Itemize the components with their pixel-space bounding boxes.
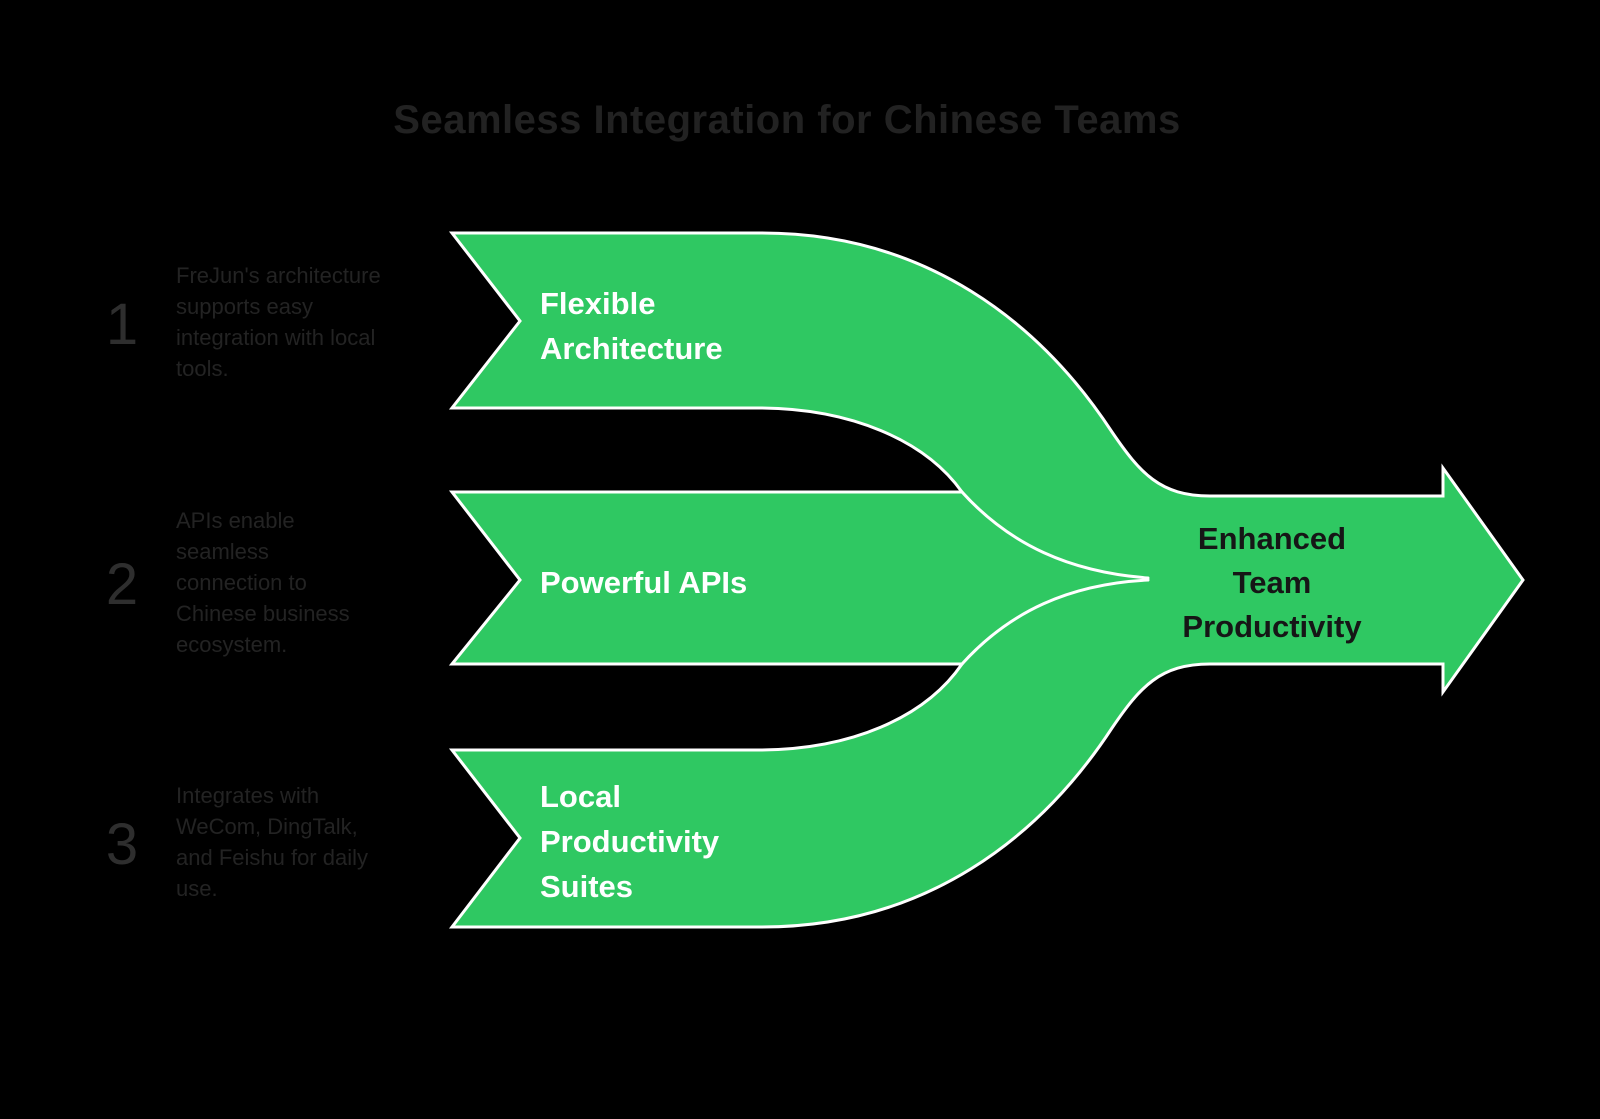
step-3-description-line: WeCom, DingTalk, [176, 814, 358, 839]
step-2-description-line: ecosystem. [176, 632, 288, 657]
ribbon-label-local-productivity-suites: Local Productivity Suites [540, 774, 780, 909]
top-ribbon-separator-line [960, 490, 1150, 580]
step-1-number: 1 [105, 292, 139, 357]
step-1-description-line: supports easy [176, 294, 313, 319]
outcome-label-line: Productivity [1182, 609, 1362, 644]
step-1-description-line: tools. [176, 356, 229, 381]
outcome-label-line: Team [1232, 565, 1312, 600]
outcome-label-line: Enhanced [1197, 521, 1347, 556]
ribbon-label-powerful-apis: Powerful APIs [540, 560, 840, 605]
step-2-description: APIs enable seamless connection to Chine… [176, 505, 396, 660]
step-2-description-line: Chinese business [176, 601, 350, 626]
ribbon-label-flexible-architecture: Flexible Architecture [540, 281, 800, 371]
step-2-number: 2 [105, 552, 139, 617]
step-1-description-line: integration with local [176, 325, 376, 350]
step-2-description-line: connection to [176, 570, 307, 595]
step-1-description: FreJun's architecture supports easy inte… [176, 260, 446, 384]
page-title: Seamless Integration for Chinese Teams [393, 98, 1181, 142]
step-1-description-line: FreJun's architecture [176, 263, 381, 288]
ribbon-label-line: Suites [540, 869, 634, 904]
outcome-label-enhanced-team-productivity: Enhanced Team Productivity [1152, 517, 1392, 649]
ribbon-label-line: Local [540, 779, 621, 814]
step-2-description-line: seamless [176, 539, 269, 564]
ribbon-label-line: Architecture [540, 331, 723, 366]
step-3-description: Integrates with WeCom, DingTalk, and Fei… [176, 780, 436, 904]
step-3-number: 3 [105, 812, 139, 877]
ribbon-label-line: Powerful APIs [540, 565, 748, 600]
merged-ribbons-arrow-shape [448, 231, 1525, 929]
step-3-description-line: and Feishu for daily [176, 845, 368, 870]
ribbon-label-line: Productivity [540, 824, 720, 859]
step-3-description-line: Integrates with [176, 783, 320, 808]
step-2-description-line: APIs enable [176, 508, 295, 533]
step-3-description-line: use. [176, 876, 218, 901]
bottom-ribbon-separator-line [960, 578, 1150, 666]
ribbon-label-line: Flexible [540, 286, 656, 321]
